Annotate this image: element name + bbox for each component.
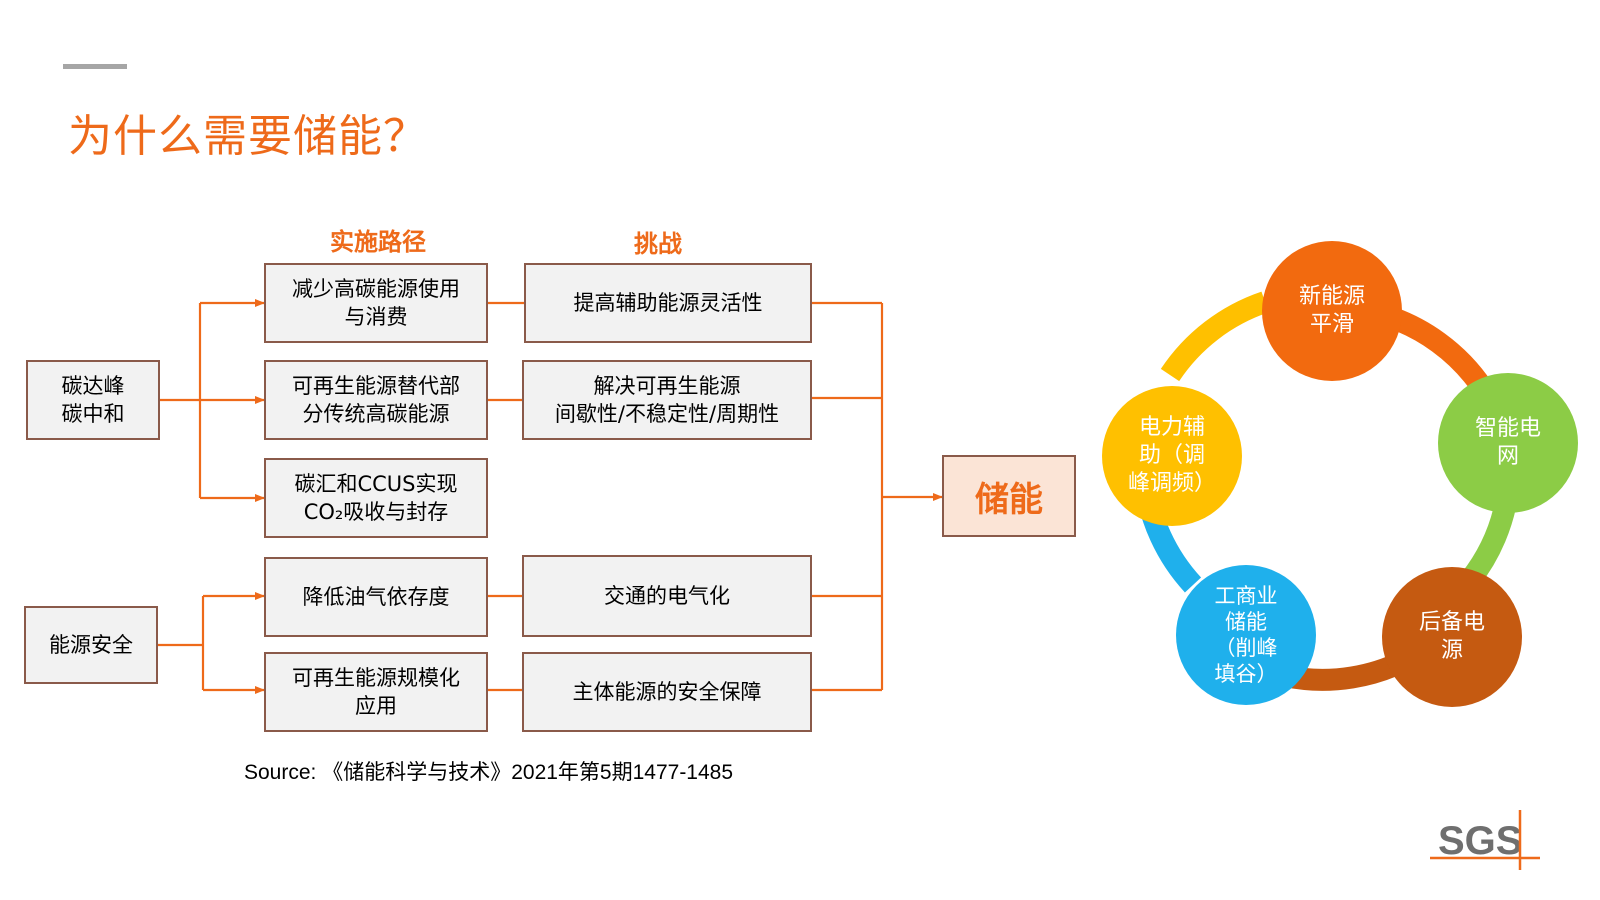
path-item-0: 减少高碳能源使用 与消费	[264, 263, 488, 343]
page-title: 为什么需要储能？	[68, 111, 428, 162]
challenge-item-0: 提高辅助能源灵活性	[524, 263, 812, 343]
cycle-node-1: 智能电 网	[1438, 373, 1578, 513]
cycle-node-4: 电力辅 助（调 峰调频）	[1102, 386, 1242, 526]
cycle-node-0: 新能源 平滑	[1262, 241, 1402, 381]
challenge-item-1: 解决可再生能源 间歇性/不稳定性/周期性	[522, 360, 812, 440]
sgs-logo-text: SGS	[1438, 819, 1522, 863]
cycle-node-2: 后备电 源	[1382, 567, 1522, 707]
cycle-node-3: 工商业 储能 （削峰 填谷）	[1176, 565, 1316, 705]
sgs-logo: SGS	[1430, 808, 1540, 872]
challenge-header: 挑战	[634, 230, 682, 258]
path-item-1: 可再生能源替代部 分传统高碳能源	[264, 360, 488, 440]
title-accent-bar	[63, 64, 127, 69]
goal-carbon-neutrality: 碳达峰 碳中和	[26, 360, 160, 440]
path-item-2: 碳汇和CCUS实现 CO₂吸收与封存	[264, 458, 488, 538]
path-header: 实施路径	[330, 228, 426, 256]
goal-energy-security: 能源安全	[24, 606, 158, 684]
source-citation: Source: 《储能科学与技术》2021年第5期1477-1485	[244, 761, 734, 784]
challenge-item-3: 主体能源的安全保障	[522, 652, 812, 732]
path-item-4: 可再生能源规模化 应用	[264, 652, 488, 732]
path-item-3: 降低油气依存度	[264, 557, 488, 637]
challenge-item-2: 交通的电气化	[522, 555, 812, 637]
energy-storage-result: 储能	[942, 455, 1076, 537]
